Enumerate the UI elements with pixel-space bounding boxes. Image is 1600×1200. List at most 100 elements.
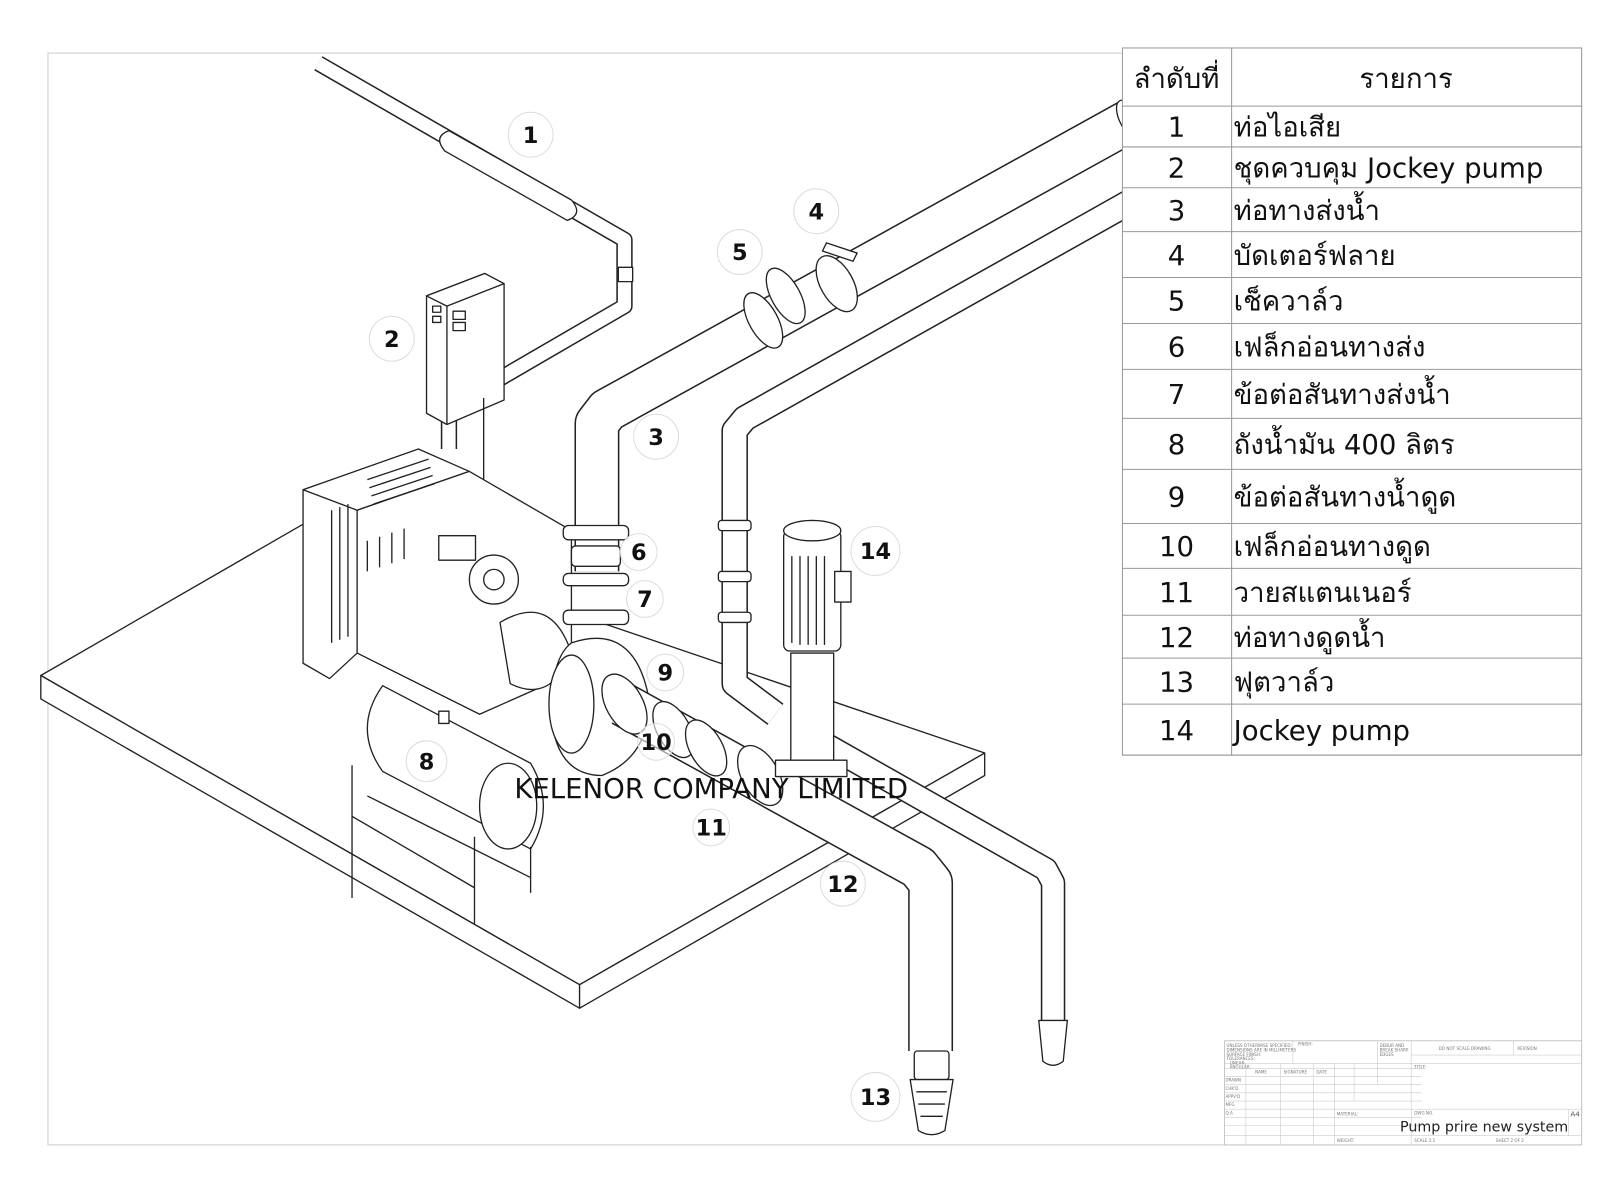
scale-label: SCALE:1:1 xyxy=(1414,1138,1435,1143)
row-number: 9 xyxy=(1168,482,1186,514)
jockey-suction-pipe xyxy=(820,734,1069,1066)
row-item: เฟล็กอ่อนทางดูด xyxy=(1234,529,1431,564)
table-row: 7 ข้อต่อสันทางส่งน้ำ xyxy=(1122,375,1582,419)
table-row: 11 วายสแตนเนอร์ xyxy=(1122,577,1582,616)
svg-text:4: 4 xyxy=(809,199,825,225)
row-item: ท่อทางดูดน้ำ xyxy=(1234,618,1386,655)
svg-text:13: 13 xyxy=(860,1085,891,1111)
callout-14: 14 xyxy=(850,526,901,577)
svg-text:7: 7 xyxy=(637,587,653,613)
svg-text:5: 5 xyxy=(732,240,748,266)
role-label: APPV'D xyxy=(1226,1094,1241,1099)
row-item: ข้อต่อสันทางส่งน้ำ xyxy=(1234,375,1451,411)
col-signature: SIGNATURE xyxy=(1284,1069,1308,1074)
row-number: 8 xyxy=(1168,429,1186,461)
row-item: เฟล็กอ่อนทางส่ง xyxy=(1234,330,1426,364)
col-date: DATE xyxy=(1316,1069,1327,1074)
tolerance-line: SURFACE FINISH: xyxy=(1227,1052,1262,1057)
row-item: ชุดควบคุม Jockey pump xyxy=(1234,153,1544,186)
weight-label: WEIGHT: xyxy=(1337,1138,1354,1143)
jockey-discharge-pipe xyxy=(717,184,1148,725)
row-number: 2 xyxy=(1168,153,1186,185)
discharge-flex-and-joint xyxy=(562,524,630,626)
svg-text:1: 1 xyxy=(523,123,539,149)
row-number: 7 xyxy=(1168,379,1186,411)
tolerance-line: DIMENSIONS ARE IN MILLIMETERS xyxy=(1227,1048,1297,1053)
foot-valve-jockey xyxy=(1038,1019,1069,1066)
check-valve xyxy=(743,267,806,349)
finish-label: FINISH: xyxy=(1298,1041,1313,1046)
callout-8: 8 xyxy=(405,740,448,783)
title-block: UNLESS OTHERWISE SPECIFIED: DIMENSIONS A… xyxy=(1224,1040,1583,1146)
col-name: NAME xyxy=(1255,1069,1267,1074)
tolerance-line: TOLERANCES: xyxy=(1226,1056,1255,1061)
svg-text:12: 12 xyxy=(827,872,858,898)
role-label: DRAWN xyxy=(1226,1078,1241,1083)
table-row: 3 ท่อทางส่งน้ำ xyxy=(1122,191,1582,233)
row-item: เช็ควาล์ว xyxy=(1234,284,1344,318)
svg-text:3: 3 xyxy=(648,425,664,451)
row-number: 5 xyxy=(1168,286,1186,318)
row-number: 14 xyxy=(1159,715,1194,747)
callout-5: 5 xyxy=(716,229,763,275)
role-label: Q.A xyxy=(1226,1110,1234,1115)
tolerance-line: UNLESS OTHERWISE SPECIFIED: xyxy=(1227,1043,1292,1048)
jockey-pump-control-panel xyxy=(425,272,505,480)
row-item: บัดเตอร์ฟลาย xyxy=(1234,240,1396,272)
deburr-line: BREAK SHARP xyxy=(1380,1048,1409,1053)
row-item: ท่อไอเสีย xyxy=(1234,112,1341,144)
jockey-pump xyxy=(774,519,852,778)
row-item: ข้อต่อสันทางน้ำดูด xyxy=(1234,478,1457,515)
foot-valve-main xyxy=(909,1050,954,1136)
tolerance-line: LINEAR: xyxy=(1230,1060,1246,1065)
row-number: 12 xyxy=(1159,622,1194,654)
role-label: MFG xyxy=(1226,1102,1235,1107)
row-number: 4 xyxy=(1168,240,1186,272)
drawing-title: Pump prire new system xyxy=(1400,1120,1568,1136)
tolerance-line: ANGULAR: xyxy=(1230,1064,1251,1069)
butterfly-valve xyxy=(815,242,858,313)
table-row: 14 Jockey pump xyxy=(1122,715,1582,756)
callout-1: 1 xyxy=(507,111,554,158)
table-header-no: ลำดับที่ xyxy=(1134,60,1220,95)
row-item: ถังน้ำมัน 400 ลิตร xyxy=(1234,425,1455,461)
row-number: 3 xyxy=(1168,195,1186,227)
fuel-tank xyxy=(351,685,545,924)
svg-text:11: 11 xyxy=(696,816,727,842)
table-row: 12 ท่อทางดูดน้ำ xyxy=(1122,618,1582,659)
company-watermark: KELENOR COMPANY LIMITED xyxy=(514,773,908,805)
row-number: 11 xyxy=(1159,577,1194,609)
table-row: 6 เฟล็กอ่อนทางส่ง xyxy=(1122,330,1582,370)
callout-9: 9 xyxy=(646,653,685,692)
svg-text:14: 14 xyxy=(860,539,891,565)
svg-text:9: 9 xyxy=(657,661,673,687)
row-item: ท่อทางส่งน้ำ xyxy=(1234,191,1380,227)
svg-text:8: 8 xyxy=(419,749,435,775)
callout-3: 3 xyxy=(633,413,680,460)
row-item: Jockey pump xyxy=(1232,715,1410,747)
dwg-no-label: DWG NO. xyxy=(1414,1110,1433,1115)
row-number: 6 xyxy=(1168,332,1186,364)
table-row: 5 เช็ควาล์ว xyxy=(1122,284,1582,324)
suction-pipe xyxy=(601,673,954,1052)
row-item: วายสแตนเนอร์ xyxy=(1234,577,1412,609)
callout-10: 10 xyxy=(637,722,675,761)
sheet-size: A4 xyxy=(1570,1109,1580,1118)
muffler xyxy=(439,129,578,222)
do-not-scale-label: DO NOT SCALE DRAWING xyxy=(1439,1046,1491,1051)
material-label: MATERIAL: xyxy=(1337,1111,1359,1116)
callout-6: 6 xyxy=(619,533,658,571)
callout-7: 7 xyxy=(626,580,664,618)
row-number: 13 xyxy=(1159,666,1194,698)
revision-label: REVISION xyxy=(1517,1046,1536,1051)
svg-text:6: 6 xyxy=(631,540,647,566)
sheet-label: SHEET 2 OF 2 xyxy=(1496,1138,1524,1143)
main-fire-pump xyxy=(548,637,650,777)
callout-11: 11 xyxy=(692,808,731,847)
role-label: CHK'D xyxy=(1226,1086,1239,1091)
callout-labels: 1 2 3 4 5 6 7 8 9 10 11 12 13 14 xyxy=(368,111,901,1122)
svg-text:10: 10 xyxy=(641,730,672,756)
table-row: 8 ถังน้ำมัน 400 ลิตร xyxy=(1122,425,1582,470)
row-item: ฟุตวาล์ว xyxy=(1234,666,1335,699)
